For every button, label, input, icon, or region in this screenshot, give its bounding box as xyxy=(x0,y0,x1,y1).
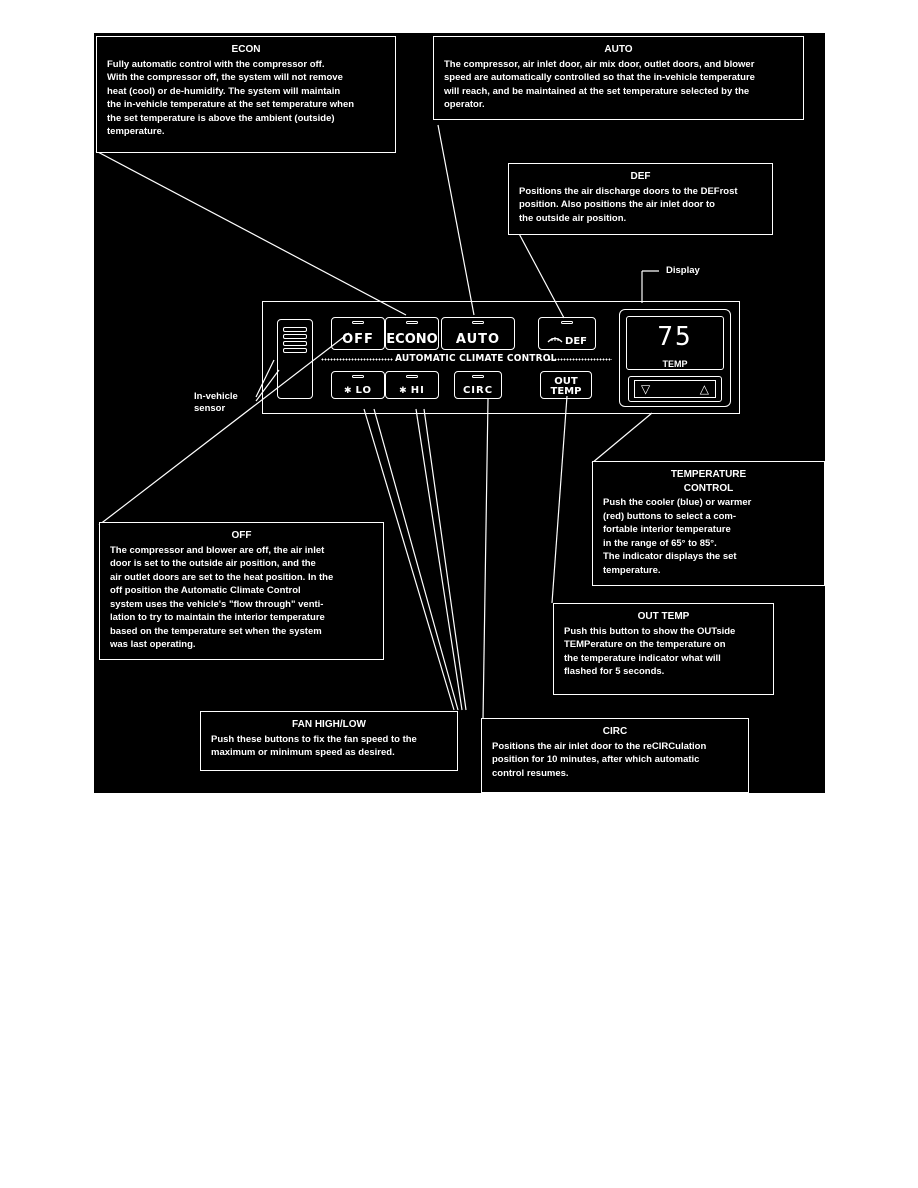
fan-icon: ✱ xyxy=(343,386,352,396)
control-panel: OFF ECONO AUTO DEF AUTOMATIC CLIMATE CON… xyxy=(262,301,740,414)
off-button-label: OFF xyxy=(342,332,374,347)
econo-indicator xyxy=(406,321,418,324)
callout-auto-title: AUTO xyxy=(604,44,633,55)
circ-button[interactable]: CIRC xyxy=(454,371,502,399)
callout-fan-title: FAN HIGH/LOW xyxy=(292,719,366,730)
sensor-slot xyxy=(283,334,307,339)
off-indicator xyxy=(352,321,364,324)
callout-circ-title: CIRC xyxy=(602,726,628,737)
fan-hi-indicator xyxy=(406,375,418,378)
callout-temperature-control-body: Push the cooler (blue) or warmer (red) b… xyxy=(603,497,752,576)
leader-circ xyxy=(482,398,489,721)
callout-out-temp: OUT TEMP Push this button to show the OU… xyxy=(553,603,774,695)
leader-fan-lo-2 xyxy=(373,408,459,711)
leader-econ xyxy=(95,150,407,316)
climate-control-diagram: ECON Fully automatic control with the co… xyxy=(94,33,825,793)
callout-temperature-control-title: TEMPERATURE CONTROL xyxy=(670,469,747,494)
sensor-slot xyxy=(283,348,307,353)
fan-hi-button-label: HI xyxy=(410,385,425,396)
leader-outtemp xyxy=(551,395,568,604)
auto-button[interactable]: AUTO xyxy=(441,317,515,350)
auto-indicator xyxy=(472,321,484,324)
fan-icon: ✱ xyxy=(399,386,407,396)
out-temp-button[interactable]: OUT TEMP xyxy=(540,371,592,399)
label-in-vehicle-sensor: In-vehicle sensor xyxy=(194,391,238,414)
leader-off xyxy=(98,332,350,526)
callout-econ: ECON Fully automatic control with the co… xyxy=(96,36,396,153)
windshield-defrost-icon xyxy=(547,328,563,347)
triangle-up-icon[interactable]: △ xyxy=(699,382,709,396)
display-value: 75 xyxy=(657,322,693,352)
out-temp-button-label: OUT TEMP xyxy=(550,376,582,397)
sensor-slot xyxy=(283,341,307,346)
leader-fan-lo-1 xyxy=(363,408,455,711)
auto-button-label: AUTO xyxy=(455,332,501,347)
callout-fan-body: Push these buttons to fix the fan speed … xyxy=(211,733,417,759)
leader-lines xyxy=(95,124,659,721)
callout-econ-title: ECON xyxy=(231,44,261,55)
leader-sensor-1 xyxy=(255,359,275,398)
callout-circ: CIRC Positions the air inlet door to the… xyxy=(481,718,749,793)
circ-button-label: CIRC xyxy=(462,385,494,396)
display-label: TEMP xyxy=(662,359,688,369)
in-vehicle-sensor xyxy=(277,319,313,399)
callout-def: DEF Positions the air discharge doors to… xyxy=(508,163,773,235)
circ-indicator xyxy=(472,375,484,378)
temperature-rocker: ▽ △ xyxy=(628,376,722,402)
leader-fan-hi-1 xyxy=(415,408,463,711)
def-indicator xyxy=(561,321,573,324)
panel-title: AUTOMATIC CLIMATE CONTROL xyxy=(395,353,557,364)
leader-fan-hi-2 xyxy=(423,408,467,711)
callout-out-temp-body: Push this button to show the OUTside TEM… xyxy=(564,625,736,678)
leader-temp xyxy=(591,412,653,464)
fan-lo-button[interactable]: ✱ LO xyxy=(331,371,385,399)
callout-econ-body: Fully automatic control with the compres… xyxy=(107,58,355,138)
callout-fan: FAN HIGH/LOW Push these buttons to fix t… xyxy=(200,711,458,771)
callout-off-body: The compressor and blower are off, the a… xyxy=(110,544,334,651)
leader-auto xyxy=(437,124,475,316)
triangle-down-icon[interactable]: ▽ xyxy=(641,382,651,396)
callout-def-title: DEF xyxy=(630,171,651,182)
off-button[interactable]: OFF xyxy=(331,317,385,350)
panel-trim-right xyxy=(548,358,612,361)
callout-def-body: Positions the air discharge doors to the… xyxy=(519,185,738,224)
display-window: 75 TEMP xyxy=(626,316,724,370)
fan-lo-indicator xyxy=(352,375,364,378)
sensor-slot xyxy=(283,327,307,332)
callout-auto-body: The compressor, air inlet door, air mix … xyxy=(444,58,755,111)
leader-sensor-2 xyxy=(255,369,280,402)
callout-temperature-control: TEMPERATURE CONTROL Push the cooler (blu… xyxy=(592,461,825,586)
leader-def xyxy=(515,227,565,319)
fan-hi-button[interactable]: ✱ HI xyxy=(385,371,439,399)
callout-out-temp-title: OUT TEMP xyxy=(637,611,690,622)
label-display: Display xyxy=(666,265,700,276)
callout-off: OFF The compressor and blower are off, t… xyxy=(99,522,384,660)
callout-off-title: OFF xyxy=(231,530,252,541)
econo-button[interactable]: ECONO xyxy=(385,317,439,350)
panel-trim-left xyxy=(321,358,393,361)
def-button[interactable]: DEF xyxy=(538,317,596,350)
callout-circ-body: Positions the air inlet door to the reCI… xyxy=(492,740,707,779)
temperature-rocker-inner: ▽ △ xyxy=(634,380,716,398)
def-button-label: DEF xyxy=(565,336,587,347)
temperature-display-unit: 75 TEMP ▽ △ xyxy=(619,309,731,407)
fan-lo-button-label: LO xyxy=(355,385,373,396)
callout-auto: AUTO The compressor, air inlet door, air… xyxy=(433,36,804,120)
econo-button-label: ECONO xyxy=(386,332,438,347)
